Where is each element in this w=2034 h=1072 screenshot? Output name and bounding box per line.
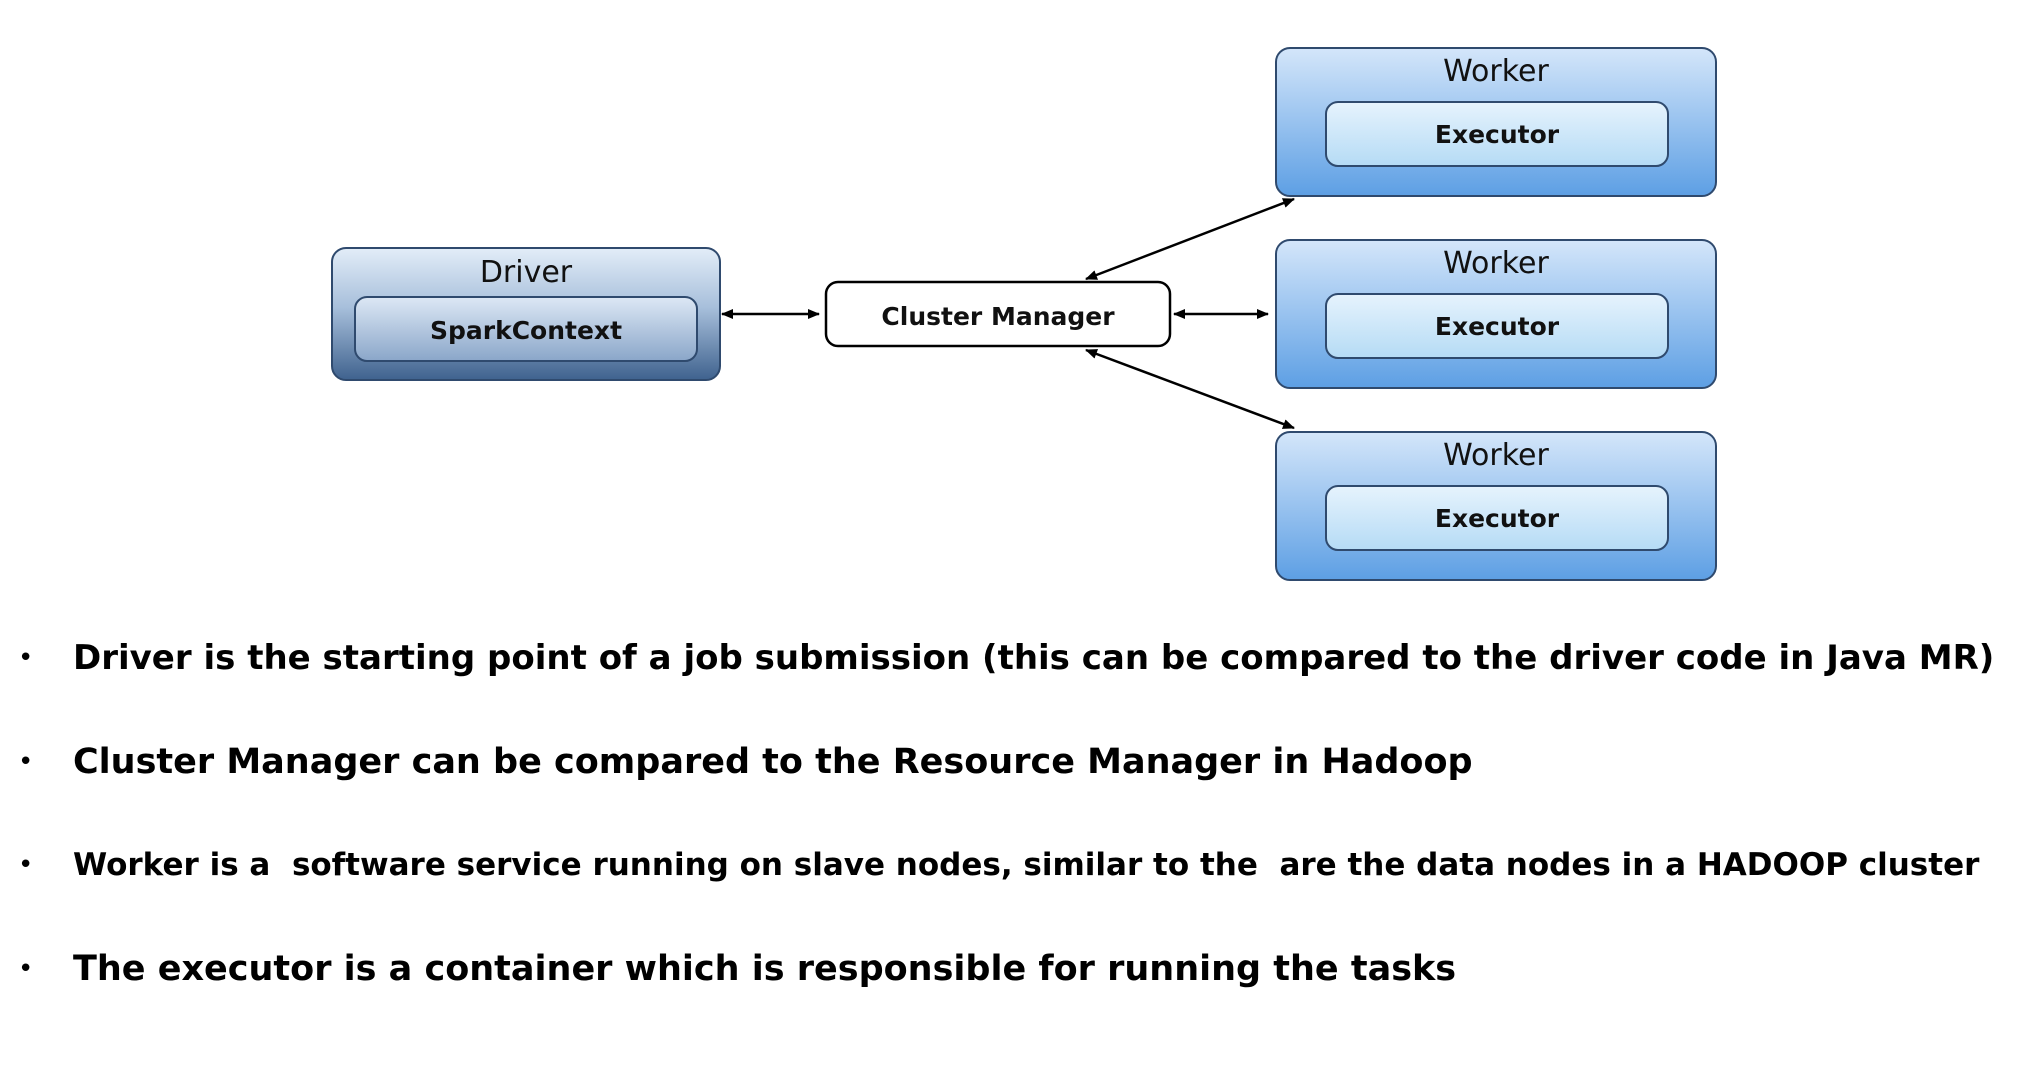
cluster-manager-label: Cluster Manager [881,302,1115,331]
worker-title: Worker [1443,246,1549,281]
worker-node-3: Worker Executor [1275,431,1717,581]
bullet-text: The executor is a container which is res… [73,949,1457,989]
bullet-marker: • [18,747,34,777]
arrow-cluster-manager-worker-3 [1085,348,1295,430]
bullet-text: Worker is a software service running on … [73,847,1980,883]
cluster-manager-node: Cluster Manager [824,280,1172,348]
bullet-text: Driver is the starting point of a job su… [73,638,1995,678]
worker-node-2: Worker Executor [1275,239,1717,389]
worker-title: Worker [1443,54,1549,89]
worker-node-1: Worker Executor [1275,47,1717,197]
spark-context-label: SparkContext [430,316,622,345]
bullet-marker: • [18,643,34,673]
bullet-item: • Cluster Manager can be compared to the… [18,732,2028,792]
bullet-item: • Driver is the starting point of a job … [18,628,2028,688]
driver-node: Driver SparkContext [331,247,721,381]
executor-box [1325,485,1669,551]
executor-label: Executor [1435,312,1560,341]
executor-box [1325,101,1669,167]
arrow-cluster-manager-worker-1 [1085,197,1295,281]
bullet-marker: • [18,954,34,984]
cluster-manager-box [824,280,1172,348]
executor-label: Executor [1435,120,1560,149]
bullet-text: Cluster Manager can be compared to the R… [73,742,1473,782]
executor-label: Executor [1435,504,1560,533]
spark-context-box [354,296,698,362]
bullet-marker: • [18,850,34,880]
bullet-item: • The executor is a container which is r… [18,939,2028,999]
executor-box [1325,293,1669,359]
worker-title: Worker [1443,438,1549,473]
connection-arrows [721,197,1295,430]
driver-title: Driver [480,255,573,290]
bullet-item: • Worker is a software service running o… [18,835,2028,895]
